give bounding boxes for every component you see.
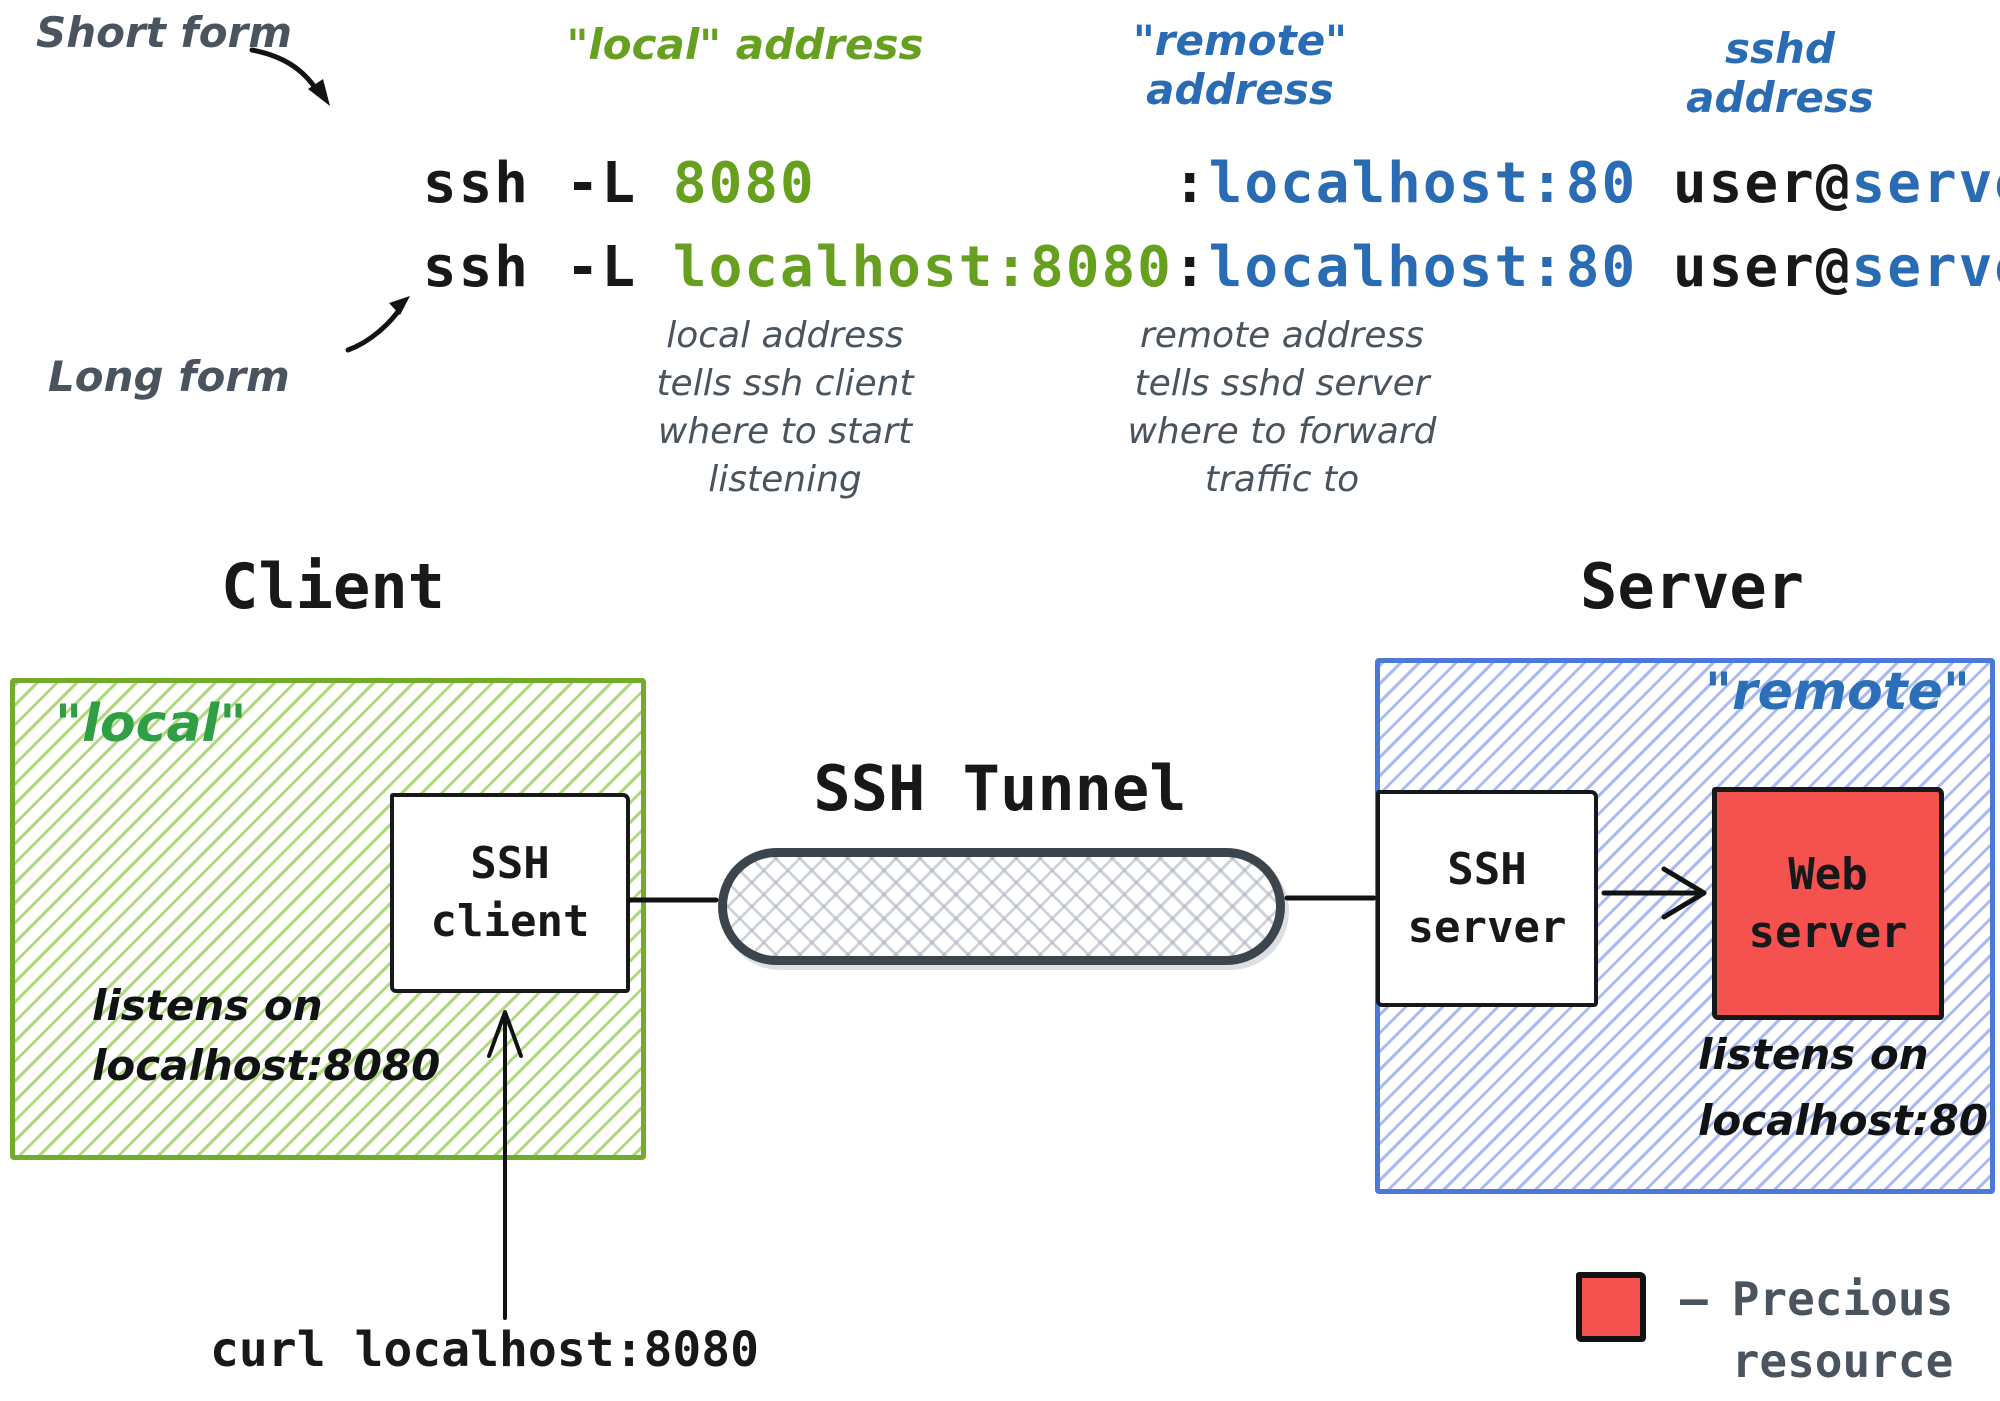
local-note-line: tells ssh client (656, 363, 914, 404)
local-address-note: local address tells ssh client where to … (585, 312, 985, 504)
local-address-header: "local" address (566, 20, 924, 69)
sshd-address-header: sshd address (1686, 24, 1874, 122)
remote-address-header: "remote" address (1132, 16, 1348, 114)
ssh-server-label-line1: SSH (1447, 843, 1527, 895)
server-title: Server (1580, 550, 1804, 623)
remote-note-line: where to forward (1127, 411, 1437, 452)
remote-note-line: traffic to (1204, 459, 1360, 500)
web-server-box: Web server (1712, 787, 1944, 1020)
remote-note-line: remote address (1140, 315, 1424, 356)
cmd1-remote-address: localhost:80 (1208, 151, 1638, 216)
curl-command: curl localhost:8080 (210, 1322, 760, 1378)
legend: – Precious resource (1680, 1268, 1953, 1392)
client-listens-line1: listens on (92, 981, 323, 1030)
cmd2-local-address: localhost:8080 (672, 235, 1173, 300)
cmd2-prefix: ssh -L (422, 235, 673, 300)
long-form-label: Long form (48, 352, 290, 401)
local-tag: "local" (55, 694, 247, 754)
ssh-server-label-line2: server (1407, 901, 1567, 953)
cmd2-user: user@ (1637, 235, 1852, 300)
ssh-server-box: SSH server (1376, 790, 1598, 1007)
local-note-line: where to start (657, 411, 913, 452)
ssh-client-label-line2: client (430, 896, 590, 947)
cmd2-remote-address: localhost:80 (1208, 235, 1638, 300)
ssh-command-short-form: ssh -L 8080 :localhost:80 user@server (280, 86, 2000, 281)
ssh-tunnel-pipe (718, 848, 1285, 965)
ssh-command-long-form: ssh -L localhost:8080:localhost:80 user@… (280, 170, 2000, 365)
server-listens-line1: listens on (1698, 1030, 1929, 1079)
precious-resource-swatch (1576, 1272, 1646, 1342)
remote-tag: "remote" (1704, 662, 1970, 722)
client-listens-line2: localhost:8080 (92, 1041, 441, 1090)
cmd2-colon: : (1172, 235, 1209, 300)
cmd1-server: server (1851, 151, 2000, 216)
local-note-line: local address (666, 315, 904, 356)
server-listens-line2: localhost:80 (1698, 1096, 1988, 1145)
short-form-label: Short form (36, 8, 293, 57)
remote-note-line: tells sshd server (1134, 363, 1430, 404)
client-listens-note: listens on localhost:8080 (92, 976, 440, 1096)
legend-dash: – (1680, 1272, 1708, 1326)
server-listens-note: listens on localhost:80 (1698, 1022, 1988, 1154)
legend-label-line1: Precious (1731, 1272, 1954, 1326)
cmd1-user: user@ (1637, 151, 1852, 216)
local-note-line: listening (708, 459, 862, 500)
remote-address-note: remote address tells sshd server where t… (1082, 312, 1482, 504)
ssh-tunnel-title: SSH Tunnel (813, 752, 1187, 825)
cmd1-local-address: 8080 (672, 151, 816, 216)
cmd1-prefix: ssh -L (422, 151, 673, 216)
web-server-label-line1: Web (1788, 848, 1868, 900)
legend-label: Precious resource (1732, 1268, 1954, 1392)
ssh-client-label-line1: SSH (470, 838, 550, 889)
cmd2-server: server (1851, 235, 2000, 300)
ssh-client-box: SSH client (390, 793, 630, 993)
legend-label-line2: resource (1731, 1334, 1954, 1388)
client-title: Client (221, 550, 445, 623)
cmd1-colon: : (1172, 151, 1209, 216)
web-server-label-line2: server (1748, 906, 1908, 958)
